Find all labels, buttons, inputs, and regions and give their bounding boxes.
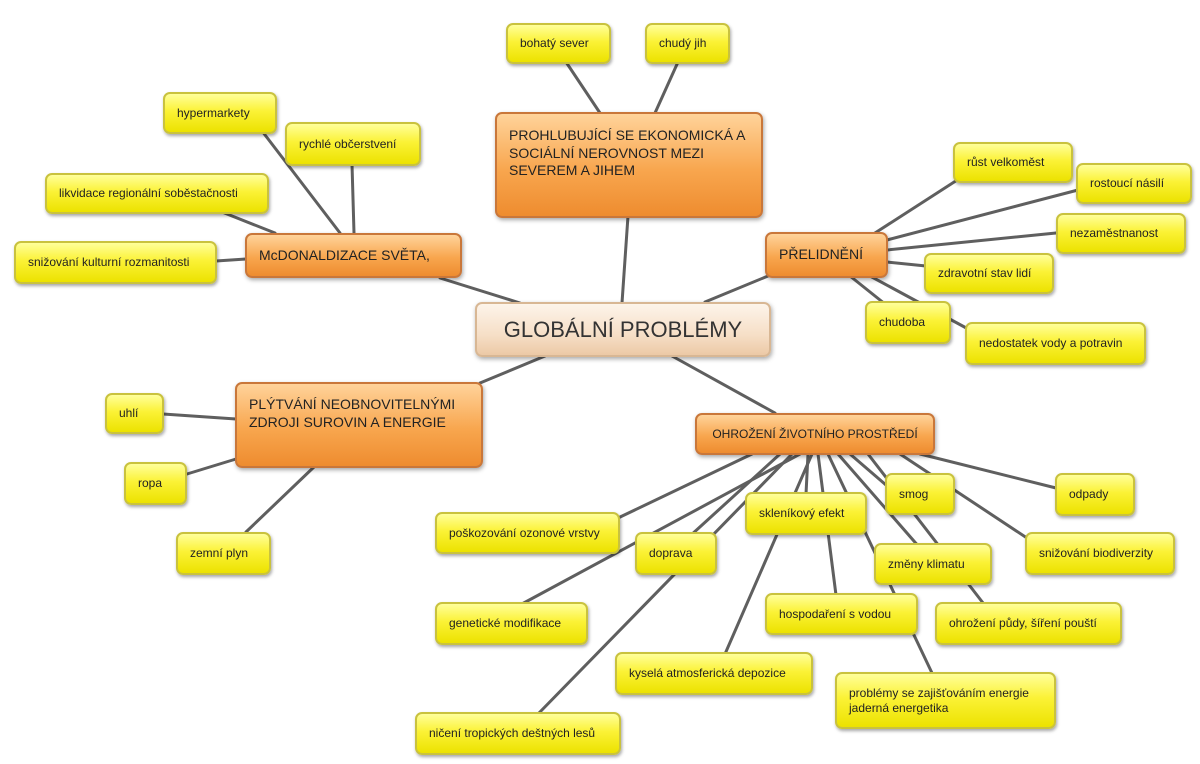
branch-mcdonaldization[interactable]: McDONALDIZACE SVĚTA, [245,233,462,278]
leaf-ozone-label: poškozování ozonové vrstvy [449,525,600,540]
leaf-cultural-label: snižování kulturní rozmanitosti [28,255,190,269]
leaf-poor-south-label: chudý jih [659,36,707,50]
leaf-regional-label: likvidace regionální soběstačnosti [59,186,238,200]
leaf-waste[interactable]: odpady [1055,473,1135,516]
link-ozone [616,452,754,520]
link-root-environment [670,354,777,415]
link-transport [688,452,782,538]
link-acid [723,452,814,656]
link-cultural [214,257,248,263]
leaf-oil-label: ropa [138,476,163,490]
leaf-oil[interactable]: ropa [124,462,187,505]
leaf-soil-desertification[interactable]: ohrožení půdy, šíření pouští [935,602,1122,645]
leaf-health-status-label: zdravotní stav lidí [938,266,1032,280]
leaf-unemployment[interactable]: nezaměstnanost [1056,213,1186,254]
link-waste [918,452,1058,490]
leaf-greenhouse-label: skleníkový efekt [759,506,845,520]
leaf-water-label: hospodaření s vodou [779,606,892,621]
leaf-ozone-layer[interactable]: poškozování ozonové vrstvy [435,512,620,554]
leaf-waste-label: odpady [1069,487,1109,501]
leaf-water-management[interactable]: hospodaření s vodou [765,593,918,635]
leaf-hypermarkets-label: hypermarkety [177,105,250,120]
link-fast-food [350,162,356,235]
link-biodiversity [898,452,1032,542]
branch-mcdonaldization-label: McDONALDIZACE SVĚTA, [259,246,430,263]
leaf-acid-deposition[interactable]: kyselá atmosferická depozice [615,652,813,695]
leaf-hypermarkets[interactable]: hypermarkety [163,92,277,134]
leaf-biodiversity-loss[interactable]: snižování biodiverzity [1025,532,1175,575]
leaf-smog[interactable]: smog [885,473,955,515]
leaf-gmo-label: genetické modifikace [449,616,562,630]
link-coal [161,412,238,421]
link-unemployment [885,231,1058,252]
leaf-fast-food[interactable]: rychlé občerstvení [285,122,421,166]
branch-resource-waste-label: PLÝTVÁNÍ NEOBNOVITELNÝMI ZDROJI SUROVIN … [249,396,456,430]
branch-inequality-label: PROHLUBUJÍCÍ SE EKONOMICKÁ A SOCIÁLNÍ NE… [509,127,745,178]
leaf-cultural-diversity[interactable]: snižování kulturní rozmanitosti [14,241,217,284]
branch-environment[interactable]: OHROŽENÍ ŽIVOTNÍHO PROSTŘEDÍ [695,413,935,455]
link-poor-south [653,60,680,115]
leaf-climate-label: změny klimatu [888,556,965,571]
link-rich-north [564,60,602,115]
leaf-natural-gas-label: zemní plyn [190,546,249,560]
branch-overpopulation[interactable]: PŘELIDNĚNÍ [765,232,888,278]
link-root-resources [478,354,547,385]
link-hypermarkets [260,129,342,235]
link-regional [220,210,277,235]
leaf-regional-self-sufficiency[interactable]: likvidace regionální soběstačnosti [45,173,269,214]
leaf-genetic-modification[interactable]: genetické modifikace [435,602,588,645]
leaf-rich-north[interactable]: bohatý sever [506,23,611,64]
root-label: GLOBÁLNÍ PROBLÉMY [503,316,743,342]
link-root-inequality [620,214,630,305]
leaf-rainforest-destruction[interactable]: ničení tropických deštných lesů [415,712,621,755]
leaf-acid-label: kyselá atmosferická depozice [629,666,786,680]
leaf-poverty[interactable]: chudoba [865,301,951,344]
link-oil [185,457,238,476]
root-node[interactable]: GLOBÁLNÍ PROBLÉMY [475,302,771,357]
leaf-poor-south[interactable]: chudý jih [645,23,730,64]
branch-overpopulation-label: PŘELIDNĚNÍ [779,246,864,263]
leaf-coal-label: uhlí [119,406,139,420]
link-gas [244,464,317,534]
leaf-soil-label: ohrožení půdy, šíření pouští [949,616,1097,630]
link-climate [836,452,922,550]
leaf-climate-change[interactable]: změny klimatu [874,543,992,585]
link-smog [848,452,888,487]
branch-environment-label: OHROŽENÍ ŽIVOTNÍHO PROSTŘEDÍ [712,426,918,441]
leaf-rising-violence[interactable]: rostoucí násilí [1076,163,1192,204]
branch-inequality[interactable]: PROHLUBUJÍCÍ SE EKONOMICKÁ A SOCIÁLNÍ NE… [495,112,763,218]
branch-resource-waste[interactable]: PLÝTVÁNÍ NEOBNOVITELNÝMI ZDROJI SUROVIN … [235,382,483,468]
leaf-poverty-label: chudoba [879,315,926,329]
link-violence [885,188,1080,242]
leaf-forests-label: ničení tropických deštných lesů [429,726,596,740]
leaf-energy-problems[interactable]: problémy se zajišťováním energie jaderná… [835,672,1056,729]
link-root-overpopulation [703,274,770,304]
leaf-smog-label: smog [899,486,929,501]
link-gmo [518,452,802,607]
leaf-greenhouse-effect[interactable]: skleníkový efekt [745,492,867,535]
leaf-water-food-shortage[interactable]: nedostatek vody a potravin [965,322,1146,365]
leaf-city-growth[interactable]: růst velkoměst [953,142,1073,183]
leaf-water-food-shortage-label: nedostatek vody a potravin [979,336,1123,350]
link-greenhouse [804,452,810,496]
leaf-rich-north-label: bohatý sever [520,36,589,50]
leaf-transport-label: doprava [649,546,693,560]
leaf-biodiversity-label: snižování biodiverzity [1039,546,1154,560]
link-root-mcdonald [438,276,522,305]
link-health [885,260,928,268]
leaf-energy-label: problémy se zajišťováním energie jaderná… [849,685,1029,715]
leaf-city-growth-label: růst velkoměst [967,155,1045,169]
link-cities [873,173,967,235]
leaf-natural-gas[interactable]: zemní plyn [176,532,271,575]
leaf-transport[interactable]: doprava [635,532,717,575]
leaf-rising-violence-label: rostoucí násilí [1090,176,1165,190]
leaf-unemployment-label: nezaměstnanost [1070,226,1159,240]
leaf-fast-food-label: rychlé občerstvení [299,136,397,151]
leaf-coal[interactable]: uhlí [105,393,164,434]
link-poverty [848,274,887,306]
leaf-health-status[interactable]: zdravotní stav lidí [924,253,1054,294]
